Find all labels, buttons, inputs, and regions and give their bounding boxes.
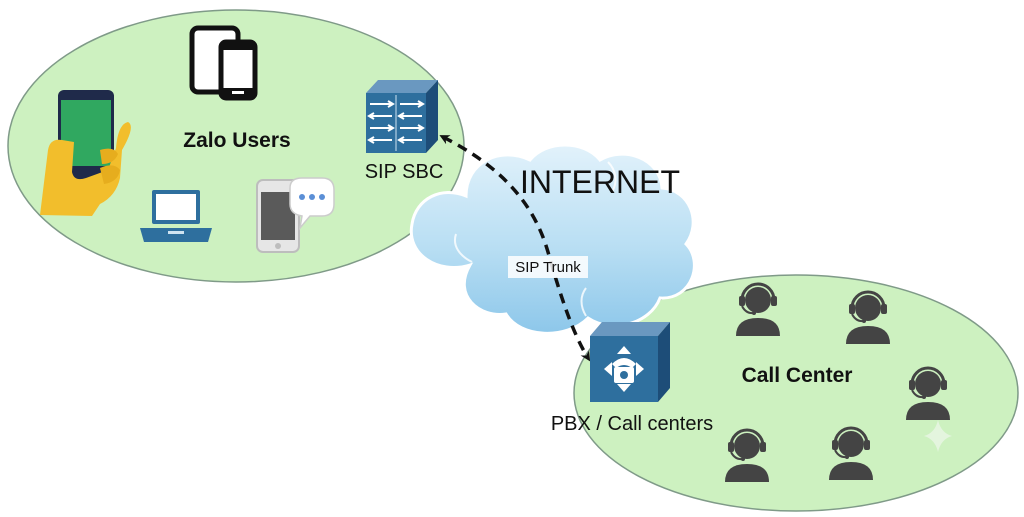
headset-agent-icon [906, 366, 950, 420]
sip-trunk-label-bg [508, 256, 588, 278]
chat-phone-icon [256, 177, 335, 253]
zalo-users-title: Zalo Users [183, 129, 290, 152]
headset-agent-icon [846, 290, 890, 344]
pbx-phone-icon [590, 322, 670, 402]
headset-agent-icon [736, 282, 780, 336]
call-center-ellipse [573, 274, 1019, 512]
zalo-users-group: Zalo Users SIP SBC [7, 9, 465, 283]
agents-group [725, 282, 950, 482]
headset-agent-icon [725, 428, 769, 482]
sip-trunk-line [439, 135, 591, 362]
hand-phone-icon [40, 90, 131, 216]
headset-agent-icon [829, 426, 873, 480]
tablet-phone-icon [189, 25, 258, 101]
sip-trunk-label: SIP Trunk [515, 259, 581, 276]
sip-sbc-label: SIP SBC [365, 161, 444, 183]
laptop-icon [140, 190, 212, 242]
call-center-group: Call Center [573, 274, 1019, 512]
call-center-title: Call Center [742, 364, 853, 387]
internet-label: INTERNET [520, 164, 680, 200]
sbc-switch-icon [366, 80, 438, 153]
sparkle-icon [924, 420, 952, 452]
pbx-label: PBX / Call centers [551, 413, 713, 435]
